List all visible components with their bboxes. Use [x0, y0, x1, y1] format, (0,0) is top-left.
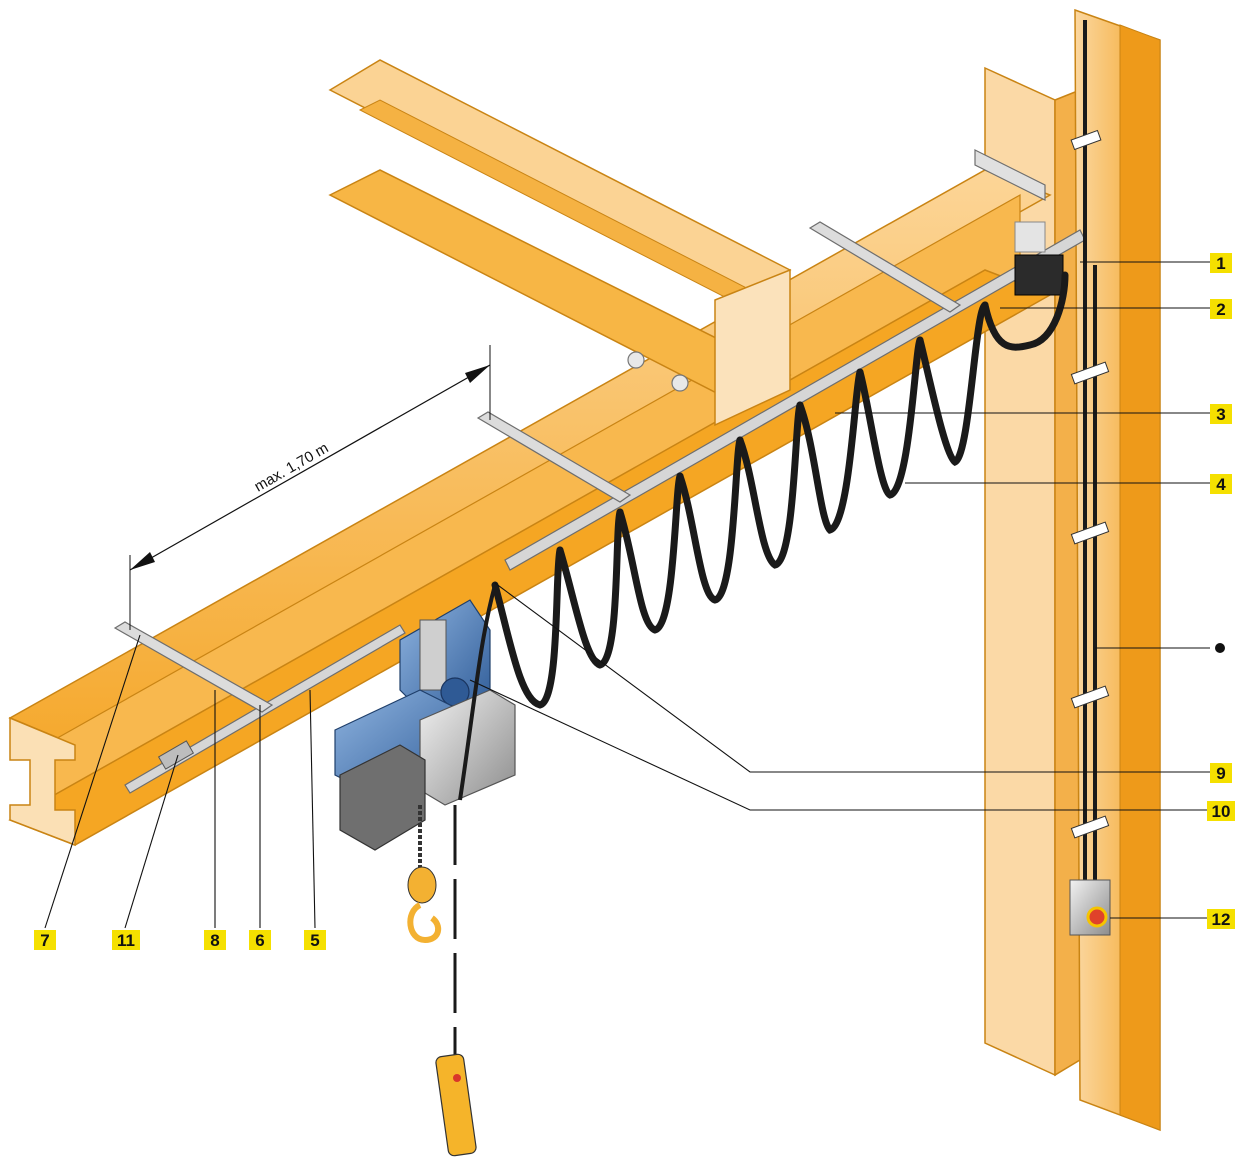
cable-clip: [1070, 129, 1102, 151]
callout-12: 12: [1207, 909, 1235, 929]
callout-3: 3: [1210, 404, 1232, 424]
bullet-marker: [1215, 643, 1225, 653]
svg-text:4: 4: [1216, 475, 1226, 494]
hook-block: [407, 866, 437, 904]
callout-5: 5: [304, 930, 326, 950]
beam-end-face: [9, 716, 76, 847]
hoist-connection-cable: [458, 584, 497, 801]
main-switch-box: [1069, 879, 1111, 936]
callout-8: 8: [204, 930, 226, 950]
callout-11: 11: [112, 930, 140, 950]
feed-box: [1014, 254, 1064, 296]
cable-clip: [1070, 521, 1110, 545]
cable-clip: [1070, 815, 1110, 839]
mounting-plate: [1014, 221, 1046, 253]
cross-beam-end-face: [714, 268, 791, 427]
dimension-line: [129, 364, 491, 571]
callout-2: 2: [1210, 299, 1232, 319]
column-flange-edge: [1119, 24, 1161, 1131]
callout-10: 10: [1207, 801, 1235, 821]
rail-system: [113, 149, 1086, 794]
svg-text:6: 6: [255, 931, 264, 950]
svg-text:1: 1: [1216, 254, 1225, 273]
pendant-button-icon: [453, 1074, 461, 1082]
cross-beam: [328, 59, 792, 427]
cable-loop: [616, 472, 684, 634]
cable-loop: [856, 336, 924, 499]
svg-text:9: 9: [1216, 764, 1225, 783]
bracket-right: [808, 221, 962, 313]
callout-1: 1: [1210, 253, 1232, 273]
bracket-middle: [476, 411, 632, 503]
leader-lines: [44, 261, 1210, 929]
bolt: [671, 374, 689, 392]
svg-text:3: 3: [1216, 405, 1225, 424]
arrowhead-icon: [465, 365, 490, 383]
callouts-right: 1 2 3 4 9 10 12: [1207, 253, 1235, 929]
end-clamp: [974, 149, 1046, 201]
rail-connector: [157, 740, 195, 770]
callout-4: 4: [1210, 474, 1232, 494]
callout-6: 6: [249, 930, 271, 950]
pendant-control: [435, 1053, 477, 1157]
supply-cable: [1069, 20, 1111, 936]
svg-text:8: 8: [210, 931, 219, 950]
hoist-motor-cover: [339, 744, 426, 851]
callout-7: 7: [34, 930, 56, 950]
cable-loop: [796, 368, 864, 534]
svg-text:12: 12: [1212, 910, 1231, 929]
hook-icon: [407, 902, 442, 944]
feed-cable: [981, 271, 1069, 351]
svg-text:10: 10: [1212, 802, 1231, 821]
bracket-left: [113, 621, 274, 713]
bolt: [627, 351, 645, 369]
cable-clip: [1070, 685, 1110, 709]
trolley-plate: [419, 619, 447, 691]
dimension-label: max. 1,70 m: [252, 439, 332, 495]
svg-text:7: 7: [40, 931, 49, 950]
callout-9: 9: [1210, 763, 1232, 783]
chain-hoist: [334, 584, 516, 1157]
cable-loop: [676, 436, 744, 604]
cable-loop: [916, 301, 989, 467]
cable-loop: [556, 508, 624, 669]
festoon-cable: [491, 271, 1069, 709]
svg-text:2: 2: [1216, 300, 1225, 319]
svg-text:11: 11: [117, 931, 135, 950]
emergency-switch-icon: [1086, 906, 1108, 928]
svg-text:5: 5: [310, 931, 319, 950]
cable-clip: [1070, 361, 1110, 385]
arrowhead-icon: [130, 552, 155, 570]
cable-loop: [491, 546, 564, 709]
cable-loop: [736, 401, 804, 569]
callouts-bottom: 7 11 8 6 5: [34, 930, 326, 950]
